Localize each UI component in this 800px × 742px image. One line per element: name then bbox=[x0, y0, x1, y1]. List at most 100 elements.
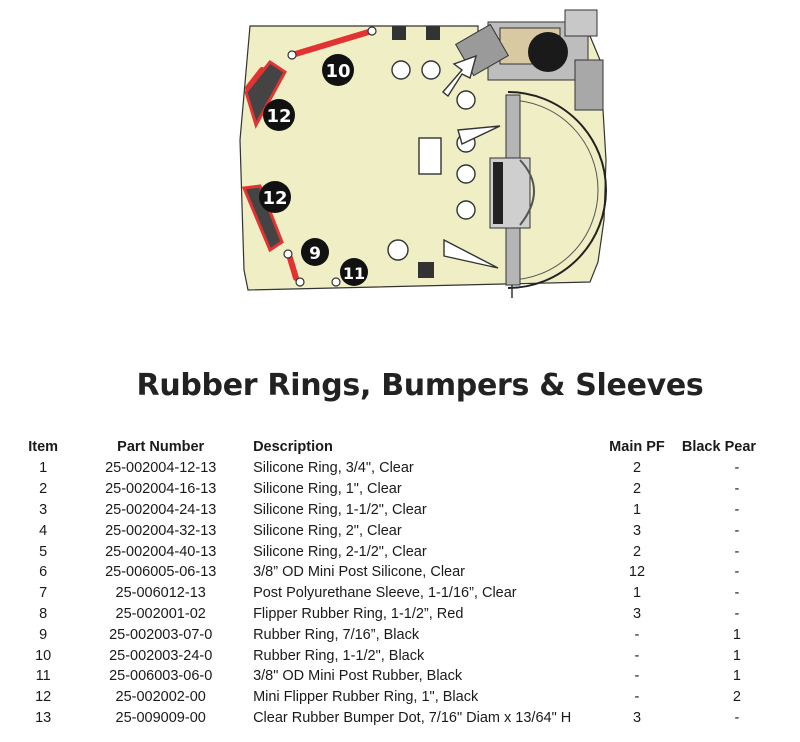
table-row: 4 25-002004-32-13 Silicone Ring, 2", Clear… bbox=[18, 520, 800, 541]
cell-main-pf: 3 bbox=[632, 522, 642, 539]
cell-black-pear: - bbox=[734, 460, 740, 477]
col-header-part-number: Part Number bbox=[117, 439, 205, 455]
cell-main-pf: 2 bbox=[632, 460, 642, 477]
cell-item: 13 bbox=[35, 709, 52, 726]
cell-description: Silicone Ring, 1-1/2", Clear bbox=[253, 501, 427, 518]
callout-10-label: 10 bbox=[325, 61, 350, 82]
cell-black-pear: - bbox=[734, 585, 740, 602]
mini-flipper-lower bbox=[241, 184, 284, 253]
parts-table: Item Part Number Description Main PF Bla… bbox=[18, 436, 800, 728]
cell-description: 3/8” OD Mini Post Silicone, Clear bbox=[253, 564, 465, 581]
cell-item: 9 bbox=[39, 626, 48, 643]
table-row: 7 25-006012-13 Post Polyurethane Sleeve, 1… bbox=[18, 583, 800, 604]
callout-9-label: 9 bbox=[309, 244, 321, 264]
callout-12-upper bbox=[263, 99, 295, 131]
cell-part-number: 25-006005-06-13 bbox=[105, 564, 217, 581]
cell-part-number: 25-009009-00 bbox=[115, 709, 206, 726]
cell-main-pf: - bbox=[634, 647, 640, 664]
cell-black-pear: - bbox=[734, 709, 740, 726]
table-row: 9 25-002003-07-0 Rubber Ring, 7/16”, Black… bbox=[18, 624, 800, 645]
cell-part-number: 25-002004-32-13 bbox=[105, 522, 217, 539]
cell-black-pear: - bbox=[734, 605, 740, 622]
table-row: 10 25-002003-24-0 Rubber Ring, 1-1/2", Bla… bbox=[18, 645, 800, 666]
cell-item: 1 bbox=[39, 460, 48, 477]
cell-black-pear: 1 bbox=[732, 647, 741, 664]
callout-11 bbox=[340, 258, 368, 286]
playfield-diagram: 10 12 12 9 11 bbox=[239, 9, 607, 298]
cell-main-pf: 2 bbox=[632, 481, 642, 498]
table-row: 13 25-009009-00 Clear Rubber Bumper Dot, 7… bbox=[18, 708, 800, 729]
cell-item: 10 bbox=[35, 647, 52, 664]
table-row: 5 25-002004-40-13 Silicone Ring, 2-1/2", C… bbox=[18, 541, 800, 562]
cell-item: 8 bbox=[39, 605, 48, 622]
cell-main-pf: - bbox=[634, 626, 640, 643]
cell-main-pf: 2 bbox=[632, 543, 642, 560]
cell-description: Flipper Rubber Ring, 1-1/2”, Red bbox=[253, 605, 464, 622]
cell-main-pf: 1 bbox=[632, 501, 642, 518]
cell-part-number: 25-002003-24-0 bbox=[109, 647, 213, 664]
cell-part-number: 25-002004-12-13 bbox=[105, 460, 217, 477]
cell-black-pear: - bbox=[734, 564, 740, 581]
toy-barrel bbox=[528, 32, 568, 72]
table-row: 3 25-002004-24-13 Silicone Ring, 1-1/2", C… bbox=[18, 500, 800, 521]
cell-description: Silicone Ring, 2-1/2", Clear bbox=[253, 543, 427, 560]
callout-11-label: 11 bbox=[343, 264, 365, 283]
table-row: 12 25-002002-00 Mini Flipper Rubber Ring, … bbox=[18, 687, 800, 708]
arrow-insert bbox=[441, 54, 478, 98]
cell-black-pear: - bbox=[734, 501, 740, 518]
cell-description: 3/8" OD Mini Post Rubber, Black bbox=[253, 668, 463, 685]
cell-description: Post Polyurethane Sleeve, 1-1/16”, Clear bbox=[253, 585, 517, 602]
cell-item: 5 bbox=[39, 543, 48, 560]
cell-main-pf: - bbox=[634, 689, 640, 706]
cell-main-pf: 1 bbox=[632, 585, 642, 602]
cell-part-number: 25-002004-16-13 bbox=[105, 481, 217, 498]
cell-black-pear: - bbox=[734, 481, 740, 498]
table-row: 8 25-002001-02 Flipper Rubber Ring, 1-1/2”… bbox=[18, 604, 800, 625]
callout-10 bbox=[322, 54, 354, 86]
cell-description: Silicone Ring, 2", Clear bbox=[253, 522, 402, 539]
page-title: Rubber Rings, Bumpers & Sleeves bbox=[136, 368, 704, 403]
table-header-row: Item Part Number Description Main PF Bla… bbox=[18, 436, 800, 458]
cell-part-number: 25-002002-00 bbox=[115, 689, 206, 706]
cell-item: 3 bbox=[39, 501, 48, 518]
col-header-main-pf: Main PF bbox=[609, 439, 665, 455]
cell-description: Rubber Ring, 1-1/2", Black bbox=[253, 647, 425, 664]
cell-description: Silicone Ring, 3/4", Clear bbox=[253, 460, 414, 477]
cell-description: Clear Rubber Bumper Dot, 7/16" Diam x 13… bbox=[253, 709, 572, 726]
cell-main-pf: 12 bbox=[628, 564, 646, 581]
cell-black-pear: 2 bbox=[732, 689, 741, 706]
cell-description: Rubber Ring, 7/16”, Black bbox=[253, 626, 420, 643]
cell-item: 6 bbox=[39, 564, 48, 581]
cell-item: 4 bbox=[39, 522, 48, 539]
cell-black-pear: - bbox=[734, 543, 740, 560]
table-row: 11 25-006003-06-0 3/8" OD Mini Post Rubber… bbox=[18, 666, 800, 687]
callout-12-lower bbox=[259, 181, 291, 213]
table-row: 1 25-002004-12-13 Silicone Ring, 3/4", Cle… bbox=[18, 458, 800, 479]
cell-part-number: 25-002003-07-0 bbox=[109, 626, 213, 643]
cell-main-pf: - bbox=[634, 668, 640, 685]
cell-black-pear: 1 bbox=[732, 626, 741, 643]
cell-part-number: 25-006003-06-0 bbox=[109, 668, 213, 685]
cell-main-pf: 3 bbox=[632, 709, 642, 726]
callout-12-lower-label: 12 bbox=[262, 188, 287, 209]
callout-12-upper-label: 12 bbox=[266, 106, 291, 127]
cell-description: Mini Flipper Rubber Ring, 1", Black bbox=[253, 689, 479, 706]
cell-item: 11 bbox=[35, 668, 51, 685]
table-row: 2 25-002004-16-13 Silicone Ring, 1", Clear… bbox=[18, 479, 800, 500]
cell-part-number: 25-002001-02 bbox=[115, 605, 206, 622]
cell-item: 2 bbox=[39, 481, 48, 498]
cell-item: 12 bbox=[35, 689, 52, 706]
cell-part-number: 25-002004-24-13 bbox=[105, 501, 217, 518]
cell-part-number: 25-006012-13 bbox=[115, 585, 206, 602]
col-header-description: Description bbox=[253, 439, 333, 455]
col-header-item: Item bbox=[28, 439, 59, 455]
cell-part-number: 25-002004-40-13 bbox=[105, 543, 217, 560]
cell-black-pear: - bbox=[734, 522, 740, 539]
ramp-arc bbox=[507, 91, 607, 289]
callout-9 bbox=[301, 238, 329, 266]
cell-description: Silicone Ring, 1", Clear bbox=[253, 481, 402, 498]
cell-item: 7 bbox=[39, 585, 48, 602]
mini-flipper-upper bbox=[244, 59, 287, 129]
cell-black-pear: 1 bbox=[732, 668, 741, 685]
cell-main-pf: 3 bbox=[632, 605, 642, 622]
